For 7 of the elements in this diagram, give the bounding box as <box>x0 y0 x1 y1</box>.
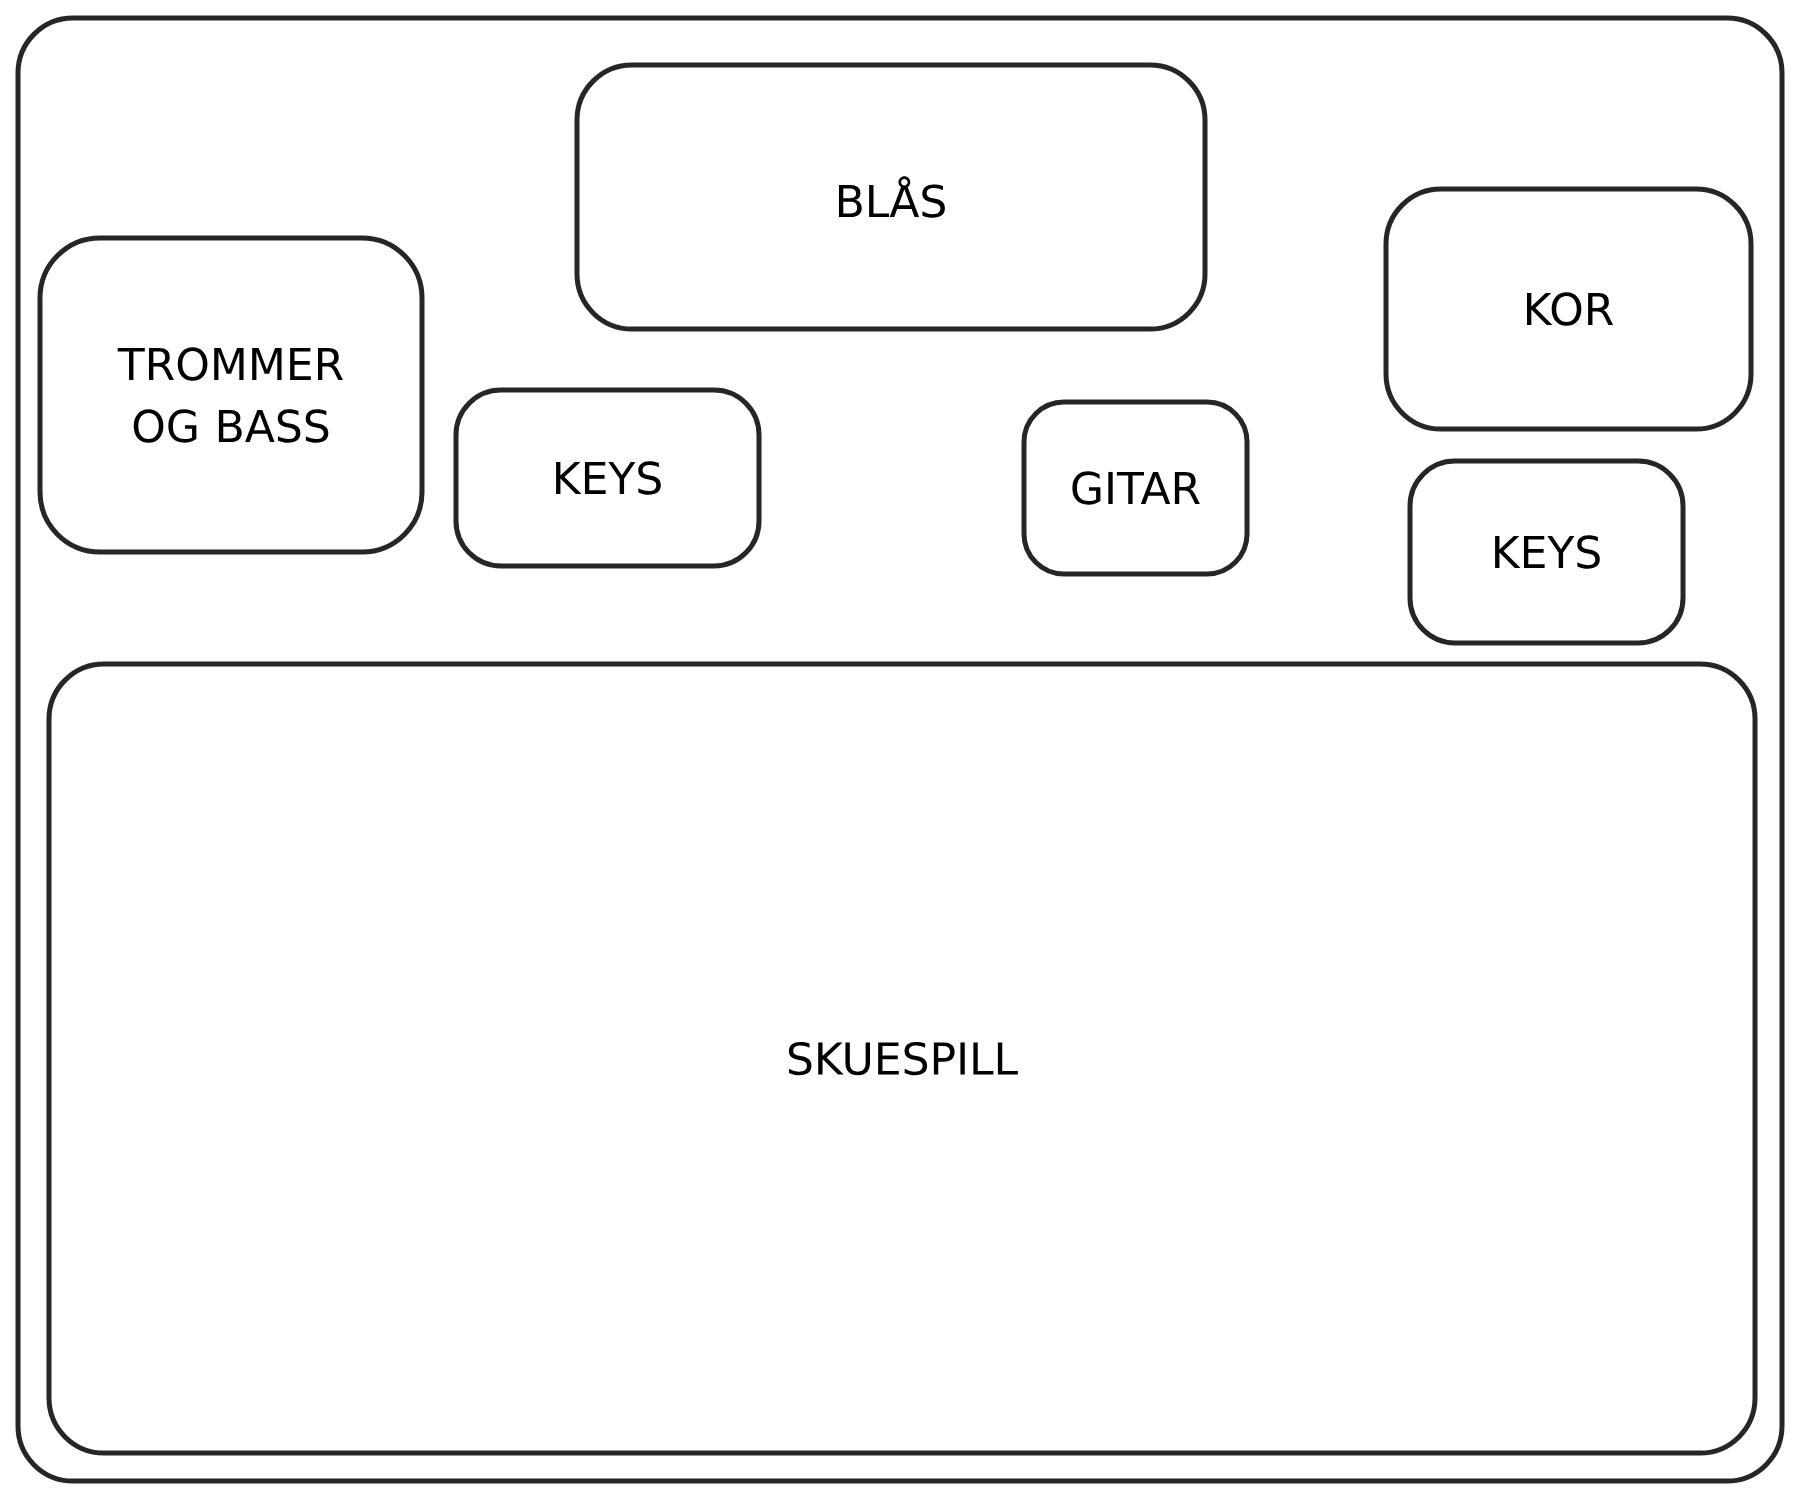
section-box: KEYS <box>1407 458 1686 646</box>
section-box: SKUESPILL <box>46 661 1758 1456</box>
section-box: TROMMER OG BASS <box>37 235 425 555</box>
section-box: BLÅS <box>574 62 1208 332</box>
section-box: KOR <box>1383 186 1754 432</box>
section-box: GITAR <box>1021 399 1250 577</box>
section-box: KEYS <box>453 387 762 569</box>
